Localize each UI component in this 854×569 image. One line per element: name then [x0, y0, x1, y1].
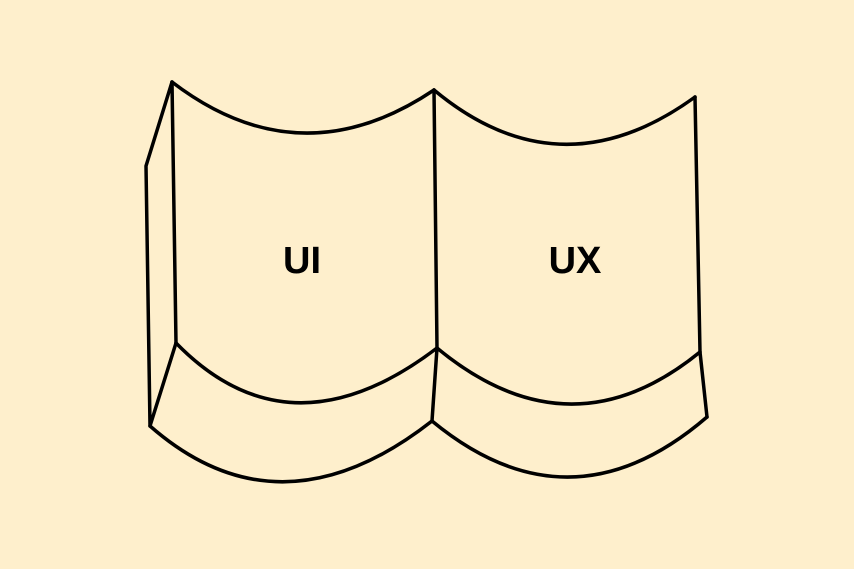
left-page-bottom-curve	[174, 341, 439, 405]
right-page-outer-edge	[693, 95, 709, 419]
book-spine-left-edge	[144, 80, 178, 428]
left-page-label: UI	[283, 240, 321, 282]
left-page-outer-edge	[170, 80, 178, 345]
center-fold-line	[430, 88, 439, 423]
right-cover-bottom-curve	[430, 415, 709, 479]
right-page-bottom-curve	[435, 346, 702, 406]
left-page-top-curve	[170, 80, 436, 135]
right-page-top-curve	[432, 88, 697, 146]
left-cover-bottom-curve	[148, 419, 434, 484]
right-page-label: UX	[549, 240, 602, 282]
